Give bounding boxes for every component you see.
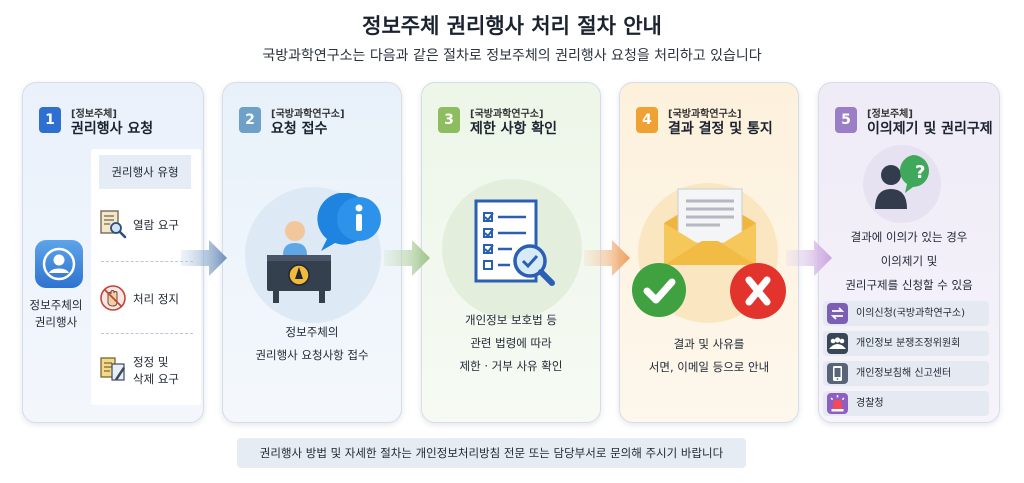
type-item-stop: 처리 정지 <box>97 279 197 319</box>
document-edit-icon <box>99 355 127 385</box>
step-1-actor: [정보주체] <box>71 109 117 120</box>
type-item-correct: 정정 및 삭제 요구 <box>97 351 197 391</box>
type-label-stop: 처리 정지 <box>133 291 179 306</box>
svg-text:?: ? <box>915 162 925 183</box>
remedy-label: 개인정보 분쟁조정위원회 <box>856 338 961 349</box>
step-5-description: 결과에 이의가 있는 경우 이의제기 및 권리구제를 신청할 수 있음 <box>845 230 973 292</box>
remedy-label: 개인정보침해 신고센터 <box>856 368 952 379</box>
request-types-panel: 권리행사 유형 열람 요구 <box>91 149 201 405</box>
step-2-title: 요청 접수 <box>271 121 328 137</box>
step-2-header: 2 [국방과학연구소] 요청 접수 <box>239 105 395 139</box>
step-3-actor: [국방과학연구소] <box>470 109 544 120</box>
step-3-number: 3 <box>438 107 460 133</box>
step-2-number: 2 <box>239 107 261 133</box>
remedy-label: 이의신청(국방과학연구소) <box>856 308 966 319</box>
step-4-header: 4 [국방과학연구소] 결과 결정 및 통지 <box>636 105 792 139</box>
step-2-actor: [국방과학연구소] <box>271 109 345 120</box>
phone-icon <box>827 363 848 384</box>
divider <box>101 261 193 262</box>
checklist-search-icon <box>474 199 555 286</box>
reception-desk-icon <box>267 193 381 303</box>
step-5-header: 5 [정보주체] 이의제기 및 권리구제 <box>835 105 993 139</box>
exchange-icon <box>827 303 848 324</box>
illustration-background <box>863 145 941 223</box>
user-question-icon: ? <box>875 155 929 209</box>
step-2-card: 2 [국방과학연구소] 요청 접수 정보주체의 권리행사 요청사항 접수 <box>222 82 402 423</box>
flow-arrow-2 <box>384 240 430 276</box>
document-search-icon <box>99 209 127 239</box>
step-5-card: 5 [정보주체] 이의제기 및 권리구제 ? 결과에 이의가 있는 경우 이의제… <box>818 82 1000 423</box>
flow-arrow-4 <box>786 240 832 276</box>
remedy-objection: 이의신청(국방과학연구소) <box>823 301 989 326</box>
step-1-card: 1 [정보주체] 권리행사 요청 정보주체의 권리행사 권리행사 유형 <box>22 82 204 423</box>
subject-label: 정보주체의 권리행사 <box>29 298 83 329</box>
page-subtitle: 국방과학연구소는 다음과 같은 절차로 정보주체의 권리행사 요청을 처리하고 … <box>262 48 762 64</box>
step-2-description: 정보주체의 권리행사 요청사항 접수 <box>255 325 369 362</box>
remedy-police: 경찰청 <box>823 391 989 416</box>
step-4-number: 4 <box>636 107 658 133</box>
step-4-card: 4 [국방과학연구소] 결과 결정 및 통지 결과 및 사유를 서면, 이메일 … <box>619 82 799 423</box>
step-1-title: 권리행사 요청 <box>71 121 154 137</box>
step-5-number: 5 <box>835 107 857 133</box>
flow-arrow-3 <box>584 240 630 276</box>
step-5-title: 이의제기 및 권리구제 <box>867 121 993 137</box>
envelope-letter-icon <box>664 188 756 265</box>
type-label-view: 열람 요구 <box>133 217 179 232</box>
stop-hand-icon <box>99 283 127 313</box>
type-item-view: 열람 요구 <box>97 205 197 245</box>
flow-arrow-1 <box>181 240 227 276</box>
step-4-description: 결과 및 사유를 서면, 이메일 등으로 안내 <box>648 337 770 374</box>
step-3-title: 제한 사항 확인 <box>470 121 558 137</box>
user-app-icon <box>35 240 83 288</box>
remedy-label: 경찰청 <box>856 398 884 409</box>
type-label-correct: 정정 및 삭제 요구 <box>133 355 179 386</box>
divider <box>101 333 193 334</box>
step-1-number: 1 <box>39 107 61 133</box>
step-4-title: 결과 결정 및 통지 <box>668 121 773 137</box>
siren-icon <box>827 393 848 414</box>
step-1-header: 1 [정보주체] 권리행사 요청 <box>39 105 197 139</box>
remedy-report-center: 개인정보침해 신고센터 <box>823 361 989 386</box>
page-title: 정보주체 권리행사 처리 절차 안내 <box>362 14 662 38</box>
step-5-actor: [정보주체] <box>867 109 913 120</box>
footer-note: 권리행사 방법 및 자세한 절차는 개인정보처리방침 전문 또는 담당부서로 문… <box>237 438 746 468</box>
step-4-actor: [국방과학연구소] <box>668 109 742 120</box>
remedy-dispute-committee: 개인정보 분쟁조정위원회 <box>823 331 989 356</box>
request-types-title: 권리행사 유형 <box>99 155 191 189</box>
approve-check-icon <box>632 263 686 317</box>
reject-x-icon <box>730 263 786 319</box>
step-3-card: 3 [국방과학연구소] 제한 사항 확인 개인정보 보호법 등 관련 법령에 따… <box>421 82 601 423</box>
step-3-header: 3 [국방과학연구소] 제한 사항 확인 <box>438 105 594 139</box>
step-3-description: 개인정보 보호법 등 관련 법령에 따라 제한 · 거부 사유 확인 <box>459 313 563 373</box>
people-icon <box>827 333 848 354</box>
